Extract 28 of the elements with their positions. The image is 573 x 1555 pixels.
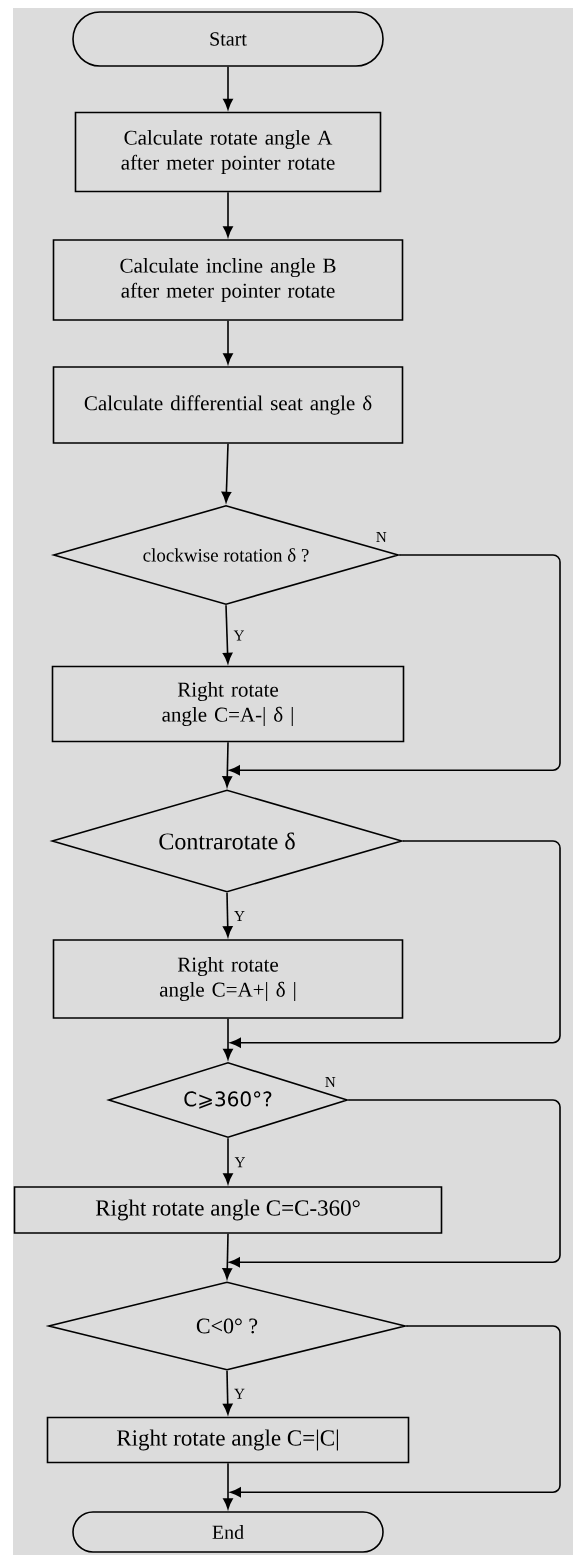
arrow [223,1462,233,1510]
arrow [223,320,233,365]
arrow [223,1137,233,1185]
arrow [229,1099,561,1268]
process-box: Calculate differential seat angle δ [52,366,404,444]
arrow [230,1325,561,1498]
arrow [222,741,233,788]
process-box: Right rotate angle C=A+| δ | [52,939,404,1019]
process-box: Calculate incline angle B after meter pointer rotate [52,239,404,321]
arrow [223,66,233,110]
arrow [222,1370,233,1415]
arrow [223,1018,233,1060]
arrow [221,443,232,503]
process-box: Right rotate angle C=|C| [46,1416,410,1464]
terminal-box: Start [72,11,384,67]
edge-label: Y [233,910,246,922]
arrow [222,604,233,664]
arrow [223,191,233,238]
process-box: Right rotate angle C=C-360° [13,1186,443,1234]
process-box: Calculate rotate angle A after meter pointer rotate [74,111,382,193]
edge-label: N [374,531,388,543]
arrow [229,554,561,775]
edge-label: N [323,1076,337,1088]
process-box: Right rotate angle C=A-| δ | [51,665,405,743]
terminal-box: End [72,1511,384,1553]
arrow [230,840,561,1048]
arrow [222,1233,233,1280]
arrow [222,892,233,938]
